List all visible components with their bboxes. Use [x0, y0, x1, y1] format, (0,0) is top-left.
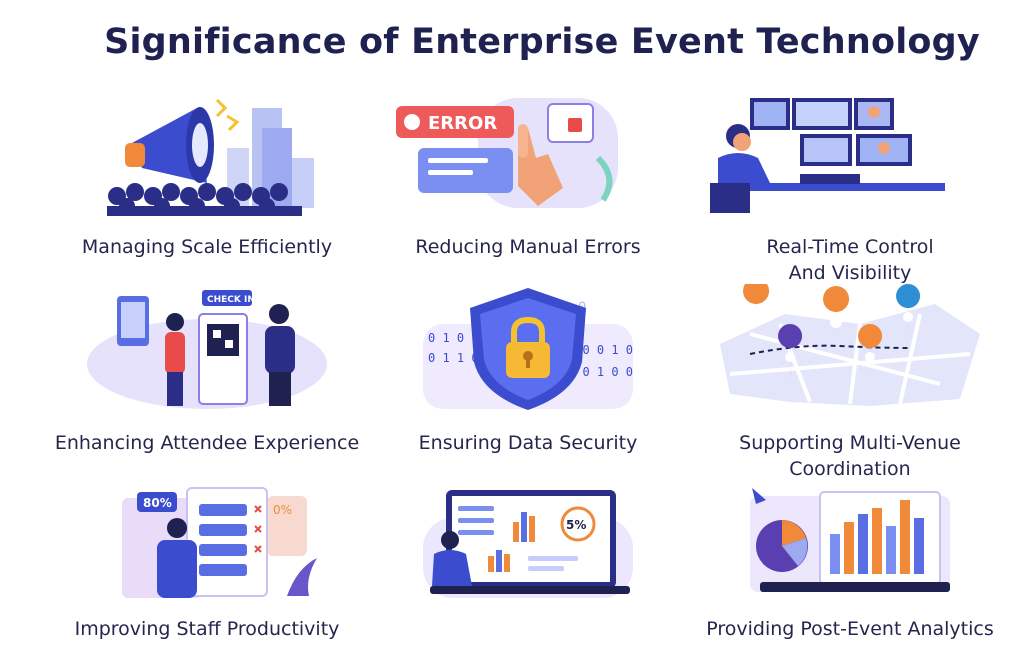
- percent-text: 80%: [143, 496, 172, 510]
- binary-text: 1 0 1 0 0: [568, 365, 633, 379]
- binary-text: 0 1 1 0: [428, 351, 479, 365]
- error-popup-icon: ERROR: [368, 88, 688, 218]
- check-in-kiosk-icon: CHECK IN: [47, 284, 367, 414]
- binary-text: 0 1 0 1: [428, 331, 479, 345]
- shield-lock-icon: 0 1 0 1 0 1 1 0 1 0 0 1 0 1 0 1 0 0 0: [368, 284, 688, 414]
- binary-text: 1 0 0 1 0: [568, 343, 633, 357]
- item-label: Reducing Manual Errors: [415, 236, 641, 258]
- laptop-dashboard-icon: 5%: [368, 478, 688, 608]
- megaphone-crowd-icon: [47, 88, 367, 218]
- task-board-icon: 0% 80%: [47, 478, 367, 608]
- percent-text: 5%: [566, 518, 586, 532]
- check-in-text: CHECK IN: [207, 295, 255, 305]
- map-pins-icon: [690, 284, 1010, 414]
- item-label: Improving Staff Productivity: [74, 618, 340, 640]
- item-label: Enhancing Attendee Experience: [54, 432, 360, 454]
- monitoring-screens-icon: [690, 88, 1010, 218]
- page-title: Significance of Enterprise Event Technol…: [104, 22, 980, 62]
- percent-text: 0%: [273, 503, 292, 517]
- item-label: Ensuring Data Security: [418, 432, 638, 454]
- item-label: Providing Post-Event Analytics: [706, 618, 994, 640]
- analytics-charts-icon: [690, 478, 1010, 608]
- item-label: Managing Scale Efficiently: [81, 236, 333, 258]
- error-text: ERROR: [428, 113, 497, 134]
